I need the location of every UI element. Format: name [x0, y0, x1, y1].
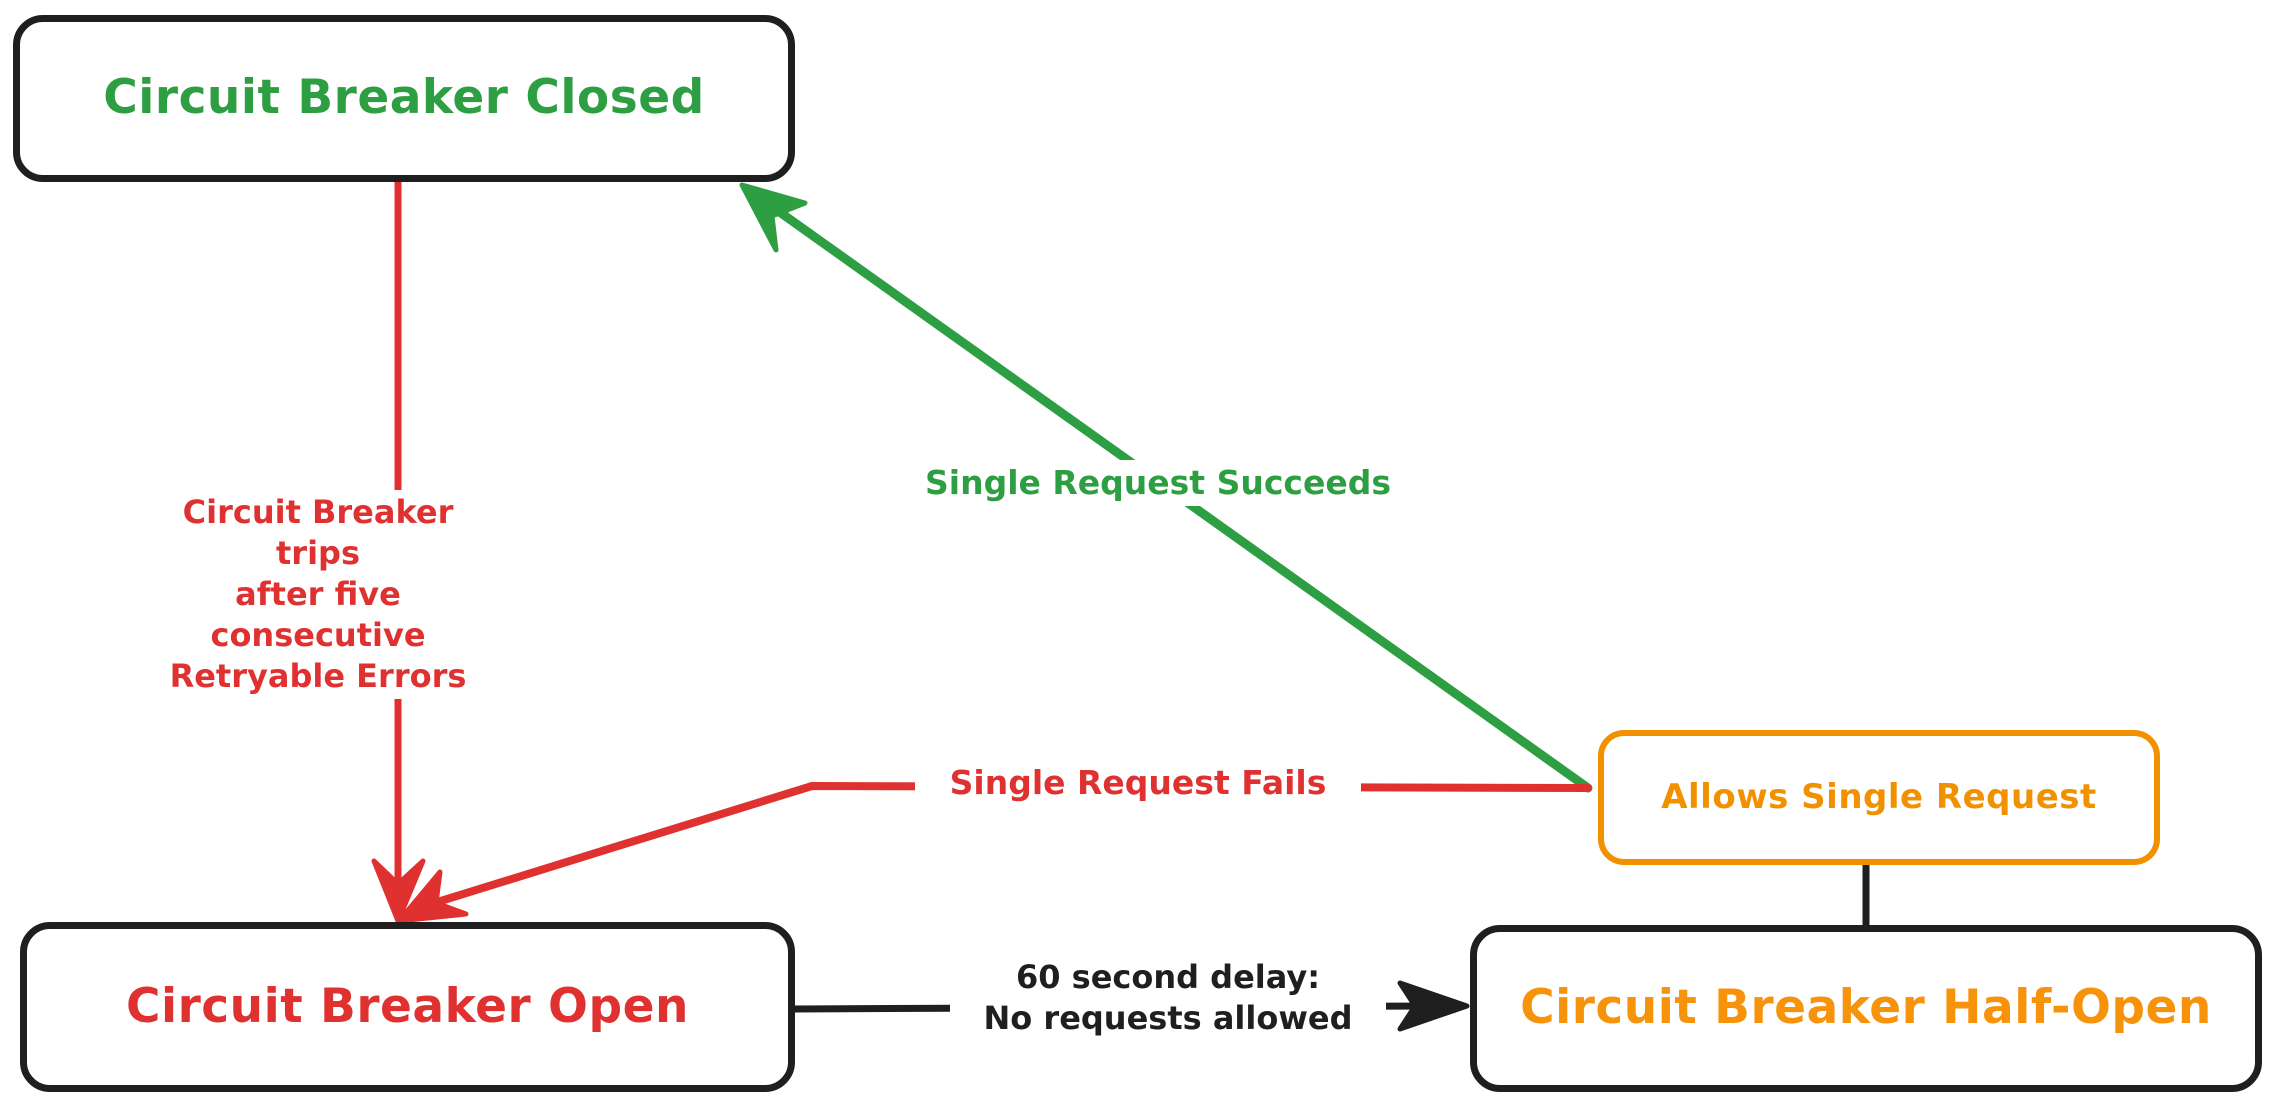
state-node-circuit-breaker-half-open[interactable]: Circuit Breaker Half-Open	[1470, 925, 2262, 1092]
node-label-open: Circuit Breaker Open	[126, 978, 689, 1034]
edge-label-allows-to-closed: Single Request Succeeds	[900, 460, 1416, 507]
edge-label-allows-to-open: Single Request Fails	[915, 760, 1361, 807]
edge-label-closed-to-open: Circuit Breaker trips after five consecu…	[160, 490, 476, 699]
node-label-closed: Circuit Breaker Closed	[103, 70, 705, 126]
node-label-allows-single-request: Allows Single Request	[1661, 776, 2097, 817]
node-label-half-open: Circuit Breaker Half-Open	[1520, 980, 2212, 1036]
edge-label-open-to-half-open: 60 second delay: No requests allowed	[950, 955, 1386, 1041]
state-node-circuit-breaker-closed[interactable]: Circuit Breaker Closed	[13, 15, 795, 182]
edge-allows-to-open	[396, 782, 1592, 924]
state-node-allows-single-request[interactable]: Allows Single Request	[1598, 730, 2160, 865]
state-node-circuit-breaker-open[interactable]: Circuit Breaker Open	[20, 922, 795, 1092]
